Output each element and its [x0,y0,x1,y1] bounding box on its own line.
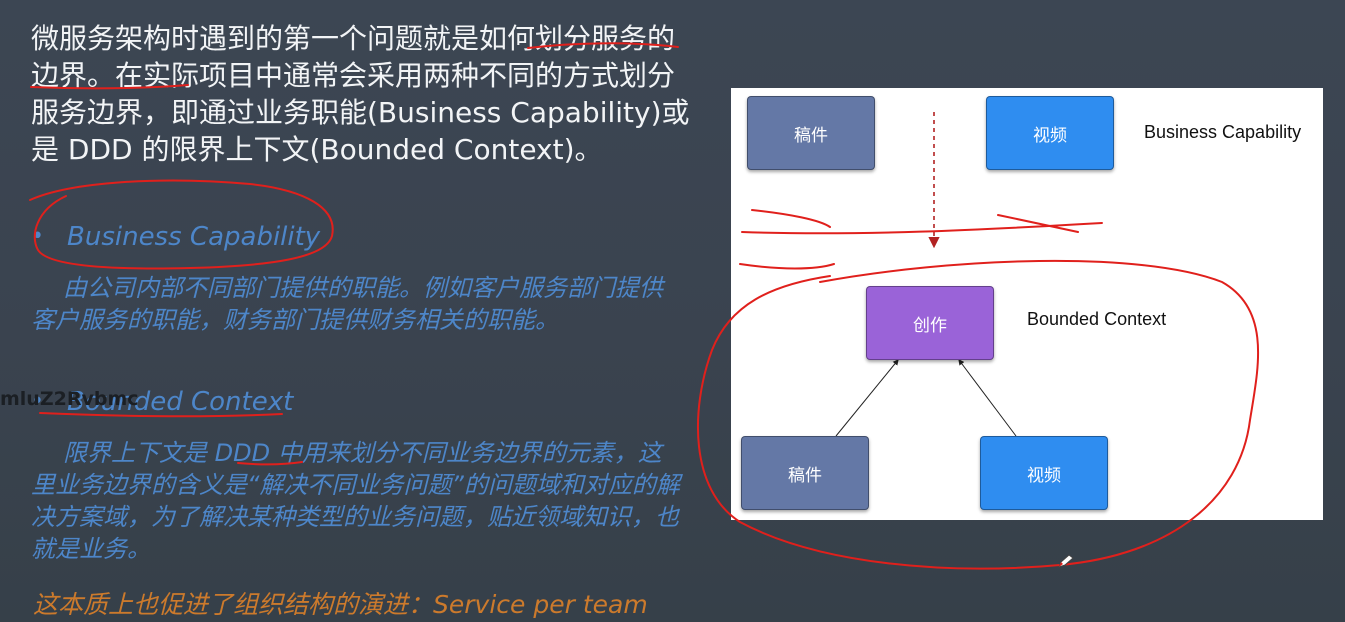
bullet-title-business-capability: Business Capability [67,222,321,252]
box-shipin-bottom: 视频 [980,436,1108,510]
bullet-description-bounded-context: 限界上下文是 DDD 中用来划分不同业务边界的元素，这里业务边界的含义是“解决不… [31,439,680,563]
arrow-shipin-to-chuangzuo [958,359,1017,437]
bullet-marker: • [31,224,44,249]
arrow-gaojian-to-chuangzuo [835,359,899,437]
closing-statement: 这本质上也促进了组织结构的演进：Service per team [33,590,648,619]
label-bounded-context: Bounded Context [1027,309,1167,329]
label-business-capability: Business Capability [1144,122,1302,142]
pen-cursor-icon [1058,554,1074,568]
box-gaojian-bottom: 稿件 [741,436,869,510]
bullet-description-business-capability: 由公司内部不同部门提供的职能。例如客户服务部门提供客户服务的职能，财务部门提供财… [31,274,663,334]
intro-paragraph: 微服务架构时遇到的第一个问题就是如何划分服务的边界。在实际项目中通常会采用两种不… [31,22,690,166]
bullet-marker: • [31,389,44,414]
diagram-panel: 稿件 视频 Business Capability 创作 Bounded Con… [731,88,1323,520]
box-chuangzuo: 创作 [866,286,994,360]
box-shipin-top: 视频 [986,96,1114,170]
watermark: mluZ2Rvbmc [0,388,139,410]
box-gaojian-top: 稿件 [747,96,875,170]
